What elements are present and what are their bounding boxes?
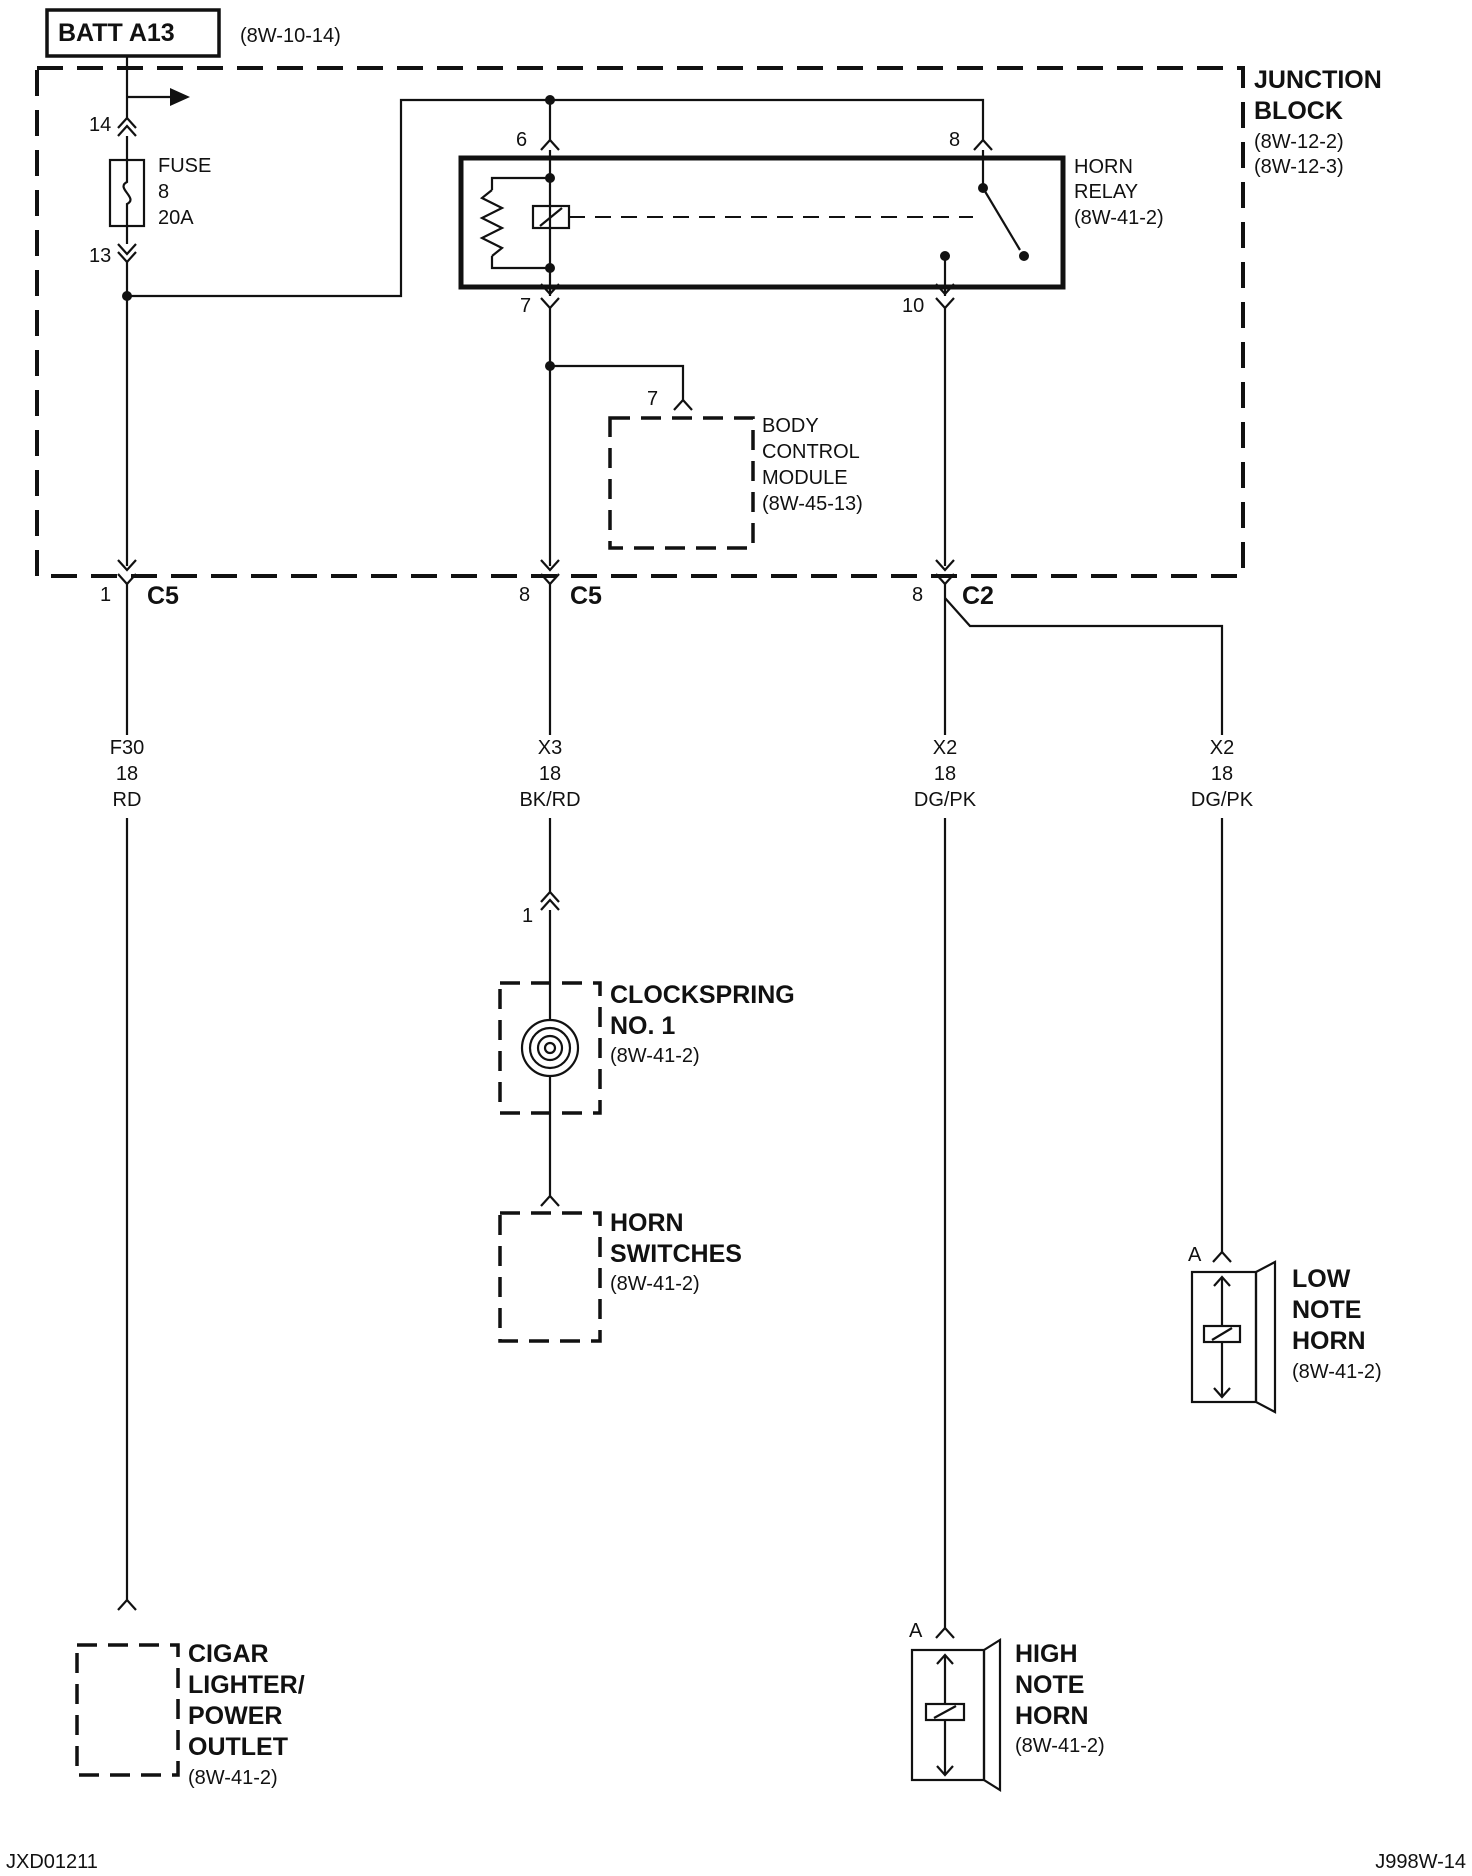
low-horn-pin: A — [1188, 1244, 1202, 1266]
horn-switches-ref: (8W-41-2) — [610, 1273, 700, 1295]
relay-switch-contact-icon — [982, 187, 1021, 251]
relay-pin-8: 8 — [949, 129, 960, 151]
clockspring-icon — [520, 1018, 580, 1078]
junction-block-ref-2: (8W-12-3) — [1254, 156, 1344, 178]
clockspring-ref: (8W-41-2) — [610, 1045, 700, 1067]
low-note-horn-label: LOW — [1292, 1265, 1351, 1293]
low-note-horn-label-3: HORN — [1292, 1327, 1366, 1355]
c2-name: C2 — [962, 582, 994, 610]
relay-pin-7: 7 — [520, 295, 531, 317]
c5-mid-pin: 8 — [519, 584, 530, 606]
cigar-lighter-ref: (8W-41-2) — [188, 1767, 278, 1789]
horn-relay-label-2: RELAY — [1074, 181, 1138, 203]
horn-switches-label-2: SWITCHES — [610, 1240, 742, 1268]
connector-c5-left: 1 C5 — [100, 559, 179, 610]
fuse-pin-in: 14 — [89, 114, 111, 136]
c5-mid-name: C5 — [570, 582, 602, 610]
high-horn-pin: A — [909, 1620, 923, 1642]
x2-high-circuit: X2 — [933, 737, 957, 759]
bcm-pin: 7 — [647, 388, 658, 410]
fuse-number: 8 — [158, 181, 169, 203]
high-note-horn-label-3: HORN — [1015, 1702, 1089, 1730]
footer-left-code: JXD01211 — [6, 1851, 98, 1873]
f30-color: RD — [113, 789, 142, 811]
cigar-lighter-label-2: LIGHTER/ — [188, 1671, 305, 1699]
horn-switches-box — [498, 1211, 602, 1343]
junction-block-ref: (8W-12-2) — [1254, 131, 1344, 153]
clockspring-pin: 1 — [522, 905, 533, 927]
batt-source: BATT A13 (8W-10-14) — [45, 8, 341, 58]
c2-pin: 8 — [912, 584, 923, 606]
footer-right-code: J998W-14 — [1375, 1851, 1466, 1873]
junction-block-title: JUNCTION — [1254, 66, 1382, 94]
fuse-rating: 20A — [158, 207, 194, 229]
low-note-horn-ref: (8W-41-2) — [1292, 1361, 1382, 1383]
x2-low-gauge: 18 — [1211, 763, 1233, 785]
c5-left-name: C5 — [147, 582, 179, 610]
x2-low-circuit: X2 — [1210, 737, 1234, 759]
arrow-right-icon — [170, 88, 190, 106]
connector-c5-mid: 8 C5 — [519, 559, 602, 610]
low-note-horn-icon — [1190, 1260, 1277, 1414]
x2-high-gauge: 18 — [934, 763, 956, 785]
bcm-label: BODY — [762, 415, 819, 437]
fuse-circuit: 14 FUSE 8 20A 13 — [89, 56, 550, 566]
f30-circuit: F30 — [110, 737, 144, 759]
bcm-ref: (8W-45-13) — [762, 493, 863, 515]
low-note-horn-label-2: NOTE — [1292, 1296, 1361, 1324]
relay-pin-10: 10 — [902, 295, 924, 317]
f30-gauge: 18 — [116, 763, 138, 785]
x2-low-color: DG/PK — [1191, 789, 1254, 811]
bcm-box — [608, 416, 755, 550]
cigar-lighter-label: CIGAR — [188, 1640, 269, 1668]
relay-pin-6: 6 — [516, 129, 527, 151]
high-note-horn-icon — [910, 1638, 1002, 1792]
x2-high-color: DG/PK — [914, 789, 977, 811]
clockspring-label: CLOCKSPRING — [610, 981, 795, 1009]
batt-source-label: BATT A13 — [58, 19, 175, 47]
junction-block-title-2: BLOCK — [1254, 97, 1343, 125]
connector-c2: 8 C2 — [912, 559, 994, 610]
resistor-icon — [479, 189, 505, 257]
high-note-horn-ref: (8W-41-2) — [1015, 1735, 1105, 1757]
x3-gauge: 18 — [539, 763, 561, 785]
cigar-lighter-label-4: OUTLET — [188, 1733, 288, 1761]
junction-block-outline — [35, 66, 1245, 578]
x3-circuit: X3 — [538, 737, 562, 759]
horn-relay-ref: (8W-41-2) — [1074, 207, 1164, 229]
high-note-horn-label-2: NOTE — [1015, 1671, 1084, 1699]
x3-color: BK/RD — [519, 789, 580, 811]
batt-source-ref: (8W-10-14) — [240, 25, 341, 47]
clockspring-label-2: NO. 1 — [610, 1012, 675, 1040]
horn-relay-box — [458, 155, 1066, 290]
c5-left-pin: 1 — [100, 584, 111, 606]
horn-relay: 6 8 HORN RELAY (8W-41-2) 7 10 — [458, 95, 1164, 317]
bcm-label-3: MODULE — [762, 467, 848, 489]
horn-relay-label: HORN — [1074, 156, 1133, 178]
horn-switches-label: HORN — [610, 1209, 684, 1237]
cigar-lighter-label-3: POWER — [188, 1702, 282, 1730]
cigar-lighter-box — [75, 1643, 180, 1777]
fuse-label: FUSE — [158, 155, 211, 177]
fuse-pin-out: 13 — [89, 245, 111, 267]
high-note-horn-label: HIGH — [1015, 1640, 1078, 1668]
bcm-label-2: CONTROL — [762, 441, 860, 463]
